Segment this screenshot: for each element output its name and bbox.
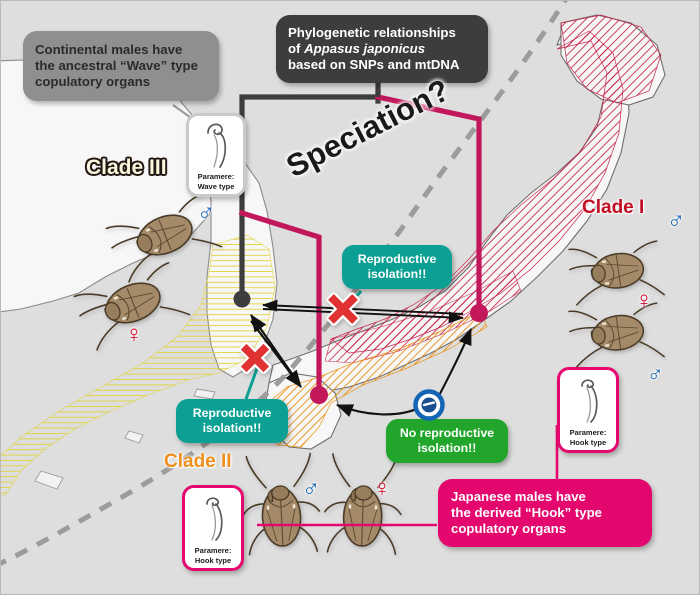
clade-label-2: Clade II [164, 451, 232, 472]
paramere-hook-right-line1: Paramere: [569, 428, 607, 438]
beetle-clade3-female [73, 261, 191, 351]
callout-phylogeny: Phylogenetic relationships of Appasus ja… [276, 15, 488, 84]
bubble-repro-isolation-left: Reproductive isolation!! [176, 399, 288, 443]
cross-mark-incompatible-left [239, 342, 271, 374]
tree-branch-derived [374, 93, 482, 316]
callout-phylogeny-line1: Phylogenetic relationships [288, 25, 456, 40]
paramere-wave-line1: Paramere: [197, 172, 235, 182]
node-clade2 [310, 386, 328, 404]
symbol-male-clade2: ♂ [302, 475, 320, 502]
callout-continental-line1: Continental males have [35, 42, 183, 57]
symbol-male-clade3: ♂ [197, 199, 215, 226]
arrow-clade3-to-clade2 [250, 320, 302, 388]
no-repro-line1: No reproductive [399, 426, 495, 440]
paramere-card-wave: Paramere: Wave type [186, 113, 246, 197]
callout-japanese-line1: Japanese males have [451, 489, 586, 504]
symbol-male-clade1: ♂ [667, 207, 685, 234]
symbol-male-hook-right: ♂ [647, 361, 664, 386]
paramere-hook-left-label: Paramere: Hook type [195, 546, 232, 568]
species-name-italic: Appasus japonicus [304, 41, 426, 57]
node-clade1 [470, 304, 488, 322]
paramere-hook-right-label: Paramere: Hook type [570, 428, 607, 450]
beetle-clade1-male [568, 240, 665, 306]
beetle-clade2-male [242, 452, 321, 556]
clade3-range-hatch [1, 234, 276, 497]
beetle-clade3-male [105, 193, 223, 283]
paramere-hook-left-illustration [185, 488, 241, 546]
callout-japanese-males: Japanese males have the derived “Hook” t… [438, 479, 652, 548]
callout-continental-line2: the ancestral “Wave” type [35, 58, 198, 74]
paramere-hook-left-line1: Paramere: [194, 546, 232, 556]
bubble-no-repro-isolation: No reproductive isolation!! [386, 419, 508, 463]
repro-left-line2: isolation!! [202, 421, 262, 435]
paramere-wave-line2: Wave type [197, 181, 235, 191]
callout-phylogeny-line3: based on SNPs and mtDNA [288, 57, 460, 73]
no-repro-line2: isolation!! [417, 441, 477, 455]
paramere-hook-left-line2: Hook type [194, 555, 232, 565]
callout-continental-males: Continental males have the ancestral “Wa… [23, 31, 219, 102]
tail-repro-left [244, 362, 261, 400]
clade2-range-hatch [262, 310, 488, 448]
paramere-wave-illustration [189, 116, 243, 172]
paramere-wave-label: Paramere: Wave type [198, 172, 235, 194]
symbol-female-clade2: ♀ [373, 475, 391, 502]
arrow-clade3-to-clade1 [262, 308, 464, 324]
paramere-hook-right-illustration [560, 370, 616, 428]
symbol-female-clade1: ♀ [635, 287, 653, 314]
cross-mark-incompatible-central [326, 292, 360, 326]
callout-japanese-line3: copulatory organs [451, 521, 567, 537]
tree-branch-clade2 [238, 209, 322, 398]
paramere-card-hook-left: Paramere: Hook type [182, 485, 244, 571]
beetle-clade1-female [568, 302, 665, 368]
repro-central-line2: isolation!! [367, 267, 427, 281]
repro-central-line1: Reproductive [357, 252, 437, 266]
paramere-hook-right-line2: Hook type [569, 437, 607, 447]
callout-phylogeny-line2-pre: of [288, 41, 305, 57]
callout-phylogeny-line2: of Appasus japonicus [288, 41, 476, 57]
clade-label-3: Clade III [86, 156, 167, 179]
symbol-female-clade3: ♀ [125, 321, 143, 348]
repro-left-line1: Reproductive [192, 406, 272, 420]
beetle-clade2-female [324, 453, 402, 555]
callout-continental-line3: copulatory organs [35, 74, 151, 90]
arrow-clade1-to-clade3 [262, 299, 464, 315]
bubble-repro-isolation-central: Reproductive isolation!! [342, 245, 452, 289]
clade-label-1: Clade I [582, 197, 645, 218]
paramere-card-hook-right: Paramere: Hook type [557, 367, 619, 453]
callout-japanese-line2: the derived “Hook” type [451, 505, 602, 521]
arrow-clade1-to-clade2 [336, 404, 422, 417]
cross-mark-compatible [413, 389, 445, 421]
node-clade3 [233, 290, 251, 308]
